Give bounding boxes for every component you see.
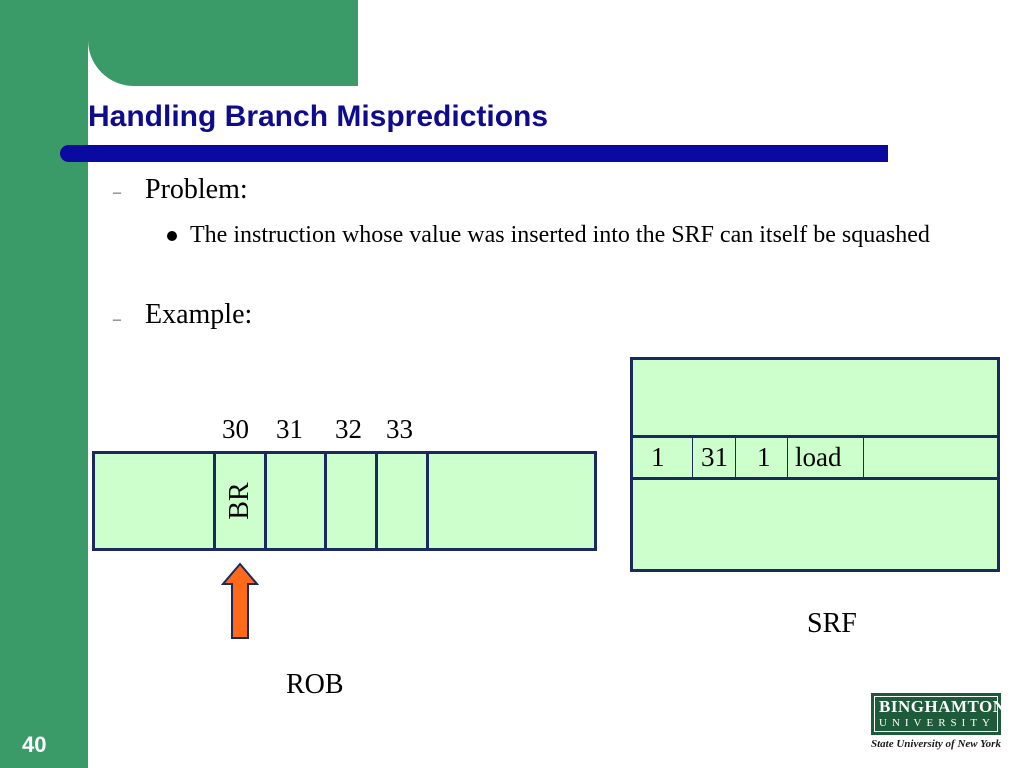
bullet-dot bbox=[167, 231, 177, 241]
srf-row-divider bbox=[633, 477, 997, 480]
bullet-dash: – bbox=[113, 184, 121, 201]
rob-slot-divider bbox=[324, 454, 327, 548]
slide-title: Handling Branch Mispredictions bbox=[88, 100, 549, 133]
srf-cell: 31 bbox=[693, 438, 736, 478]
rob-index: 33 bbox=[386, 414, 413, 444]
srf-row-divider bbox=[633, 435, 997, 438]
sidebar-tab bbox=[88, 0, 358, 86]
rob-caption: ROB bbox=[286, 669, 344, 700]
srf-caption: SRF bbox=[807, 608, 857, 639]
rob-branch-entry: BR bbox=[224, 482, 255, 520]
rob-head-arrow-icon bbox=[221, 562, 259, 639]
rob-buffer bbox=[92, 451, 597, 551]
rob-slot-divider bbox=[213, 454, 216, 548]
srf-cell: load bbox=[788, 438, 864, 478]
srf-cell: 1 bbox=[736, 438, 788, 478]
srf-table: 1 31 1 load bbox=[630, 357, 1000, 572]
rob-slot-divider bbox=[375, 454, 378, 548]
title-underline-bar bbox=[60, 145, 888, 162]
rob-index: 32 bbox=[335, 414, 362, 444]
logo-box: BINGHAMTON UNIVERSITY bbox=[871, 693, 1006, 735]
bullet-dash: – bbox=[113, 311, 121, 328]
logo-university: UNIVERSITY bbox=[879, 717, 995, 729]
slide-number: 40 bbox=[22, 732, 47, 757]
srf-entry-row: 1 31 1 load bbox=[633, 438, 997, 480]
rob-index: 31 bbox=[276, 414, 303, 444]
rob-slot-divider bbox=[426, 454, 429, 548]
university-logo: BINGHAMTON UNIVERSITY State University o… bbox=[871, 693, 1006, 750]
logo-name: BINGHAMTON bbox=[879, 697, 1006, 716]
rob-index: 30 bbox=[222, 414, 249, 444]
bullet-example: Example: bbox=[145, 299, 253, 330]
bullet-squashed: The instruction whose value was inserted… bbox=[190, 222, 930, 248]
logo-tagline: State University of New York bbox=[871, 738, 1001, 750]
bullet-problem: Problem: bbox=[145, 174, 248, 205]
rob-slot-divider bbox=[264, 454, 267, 548]
srf-cell: 1 bbox=[633, 438, 693, 478]
